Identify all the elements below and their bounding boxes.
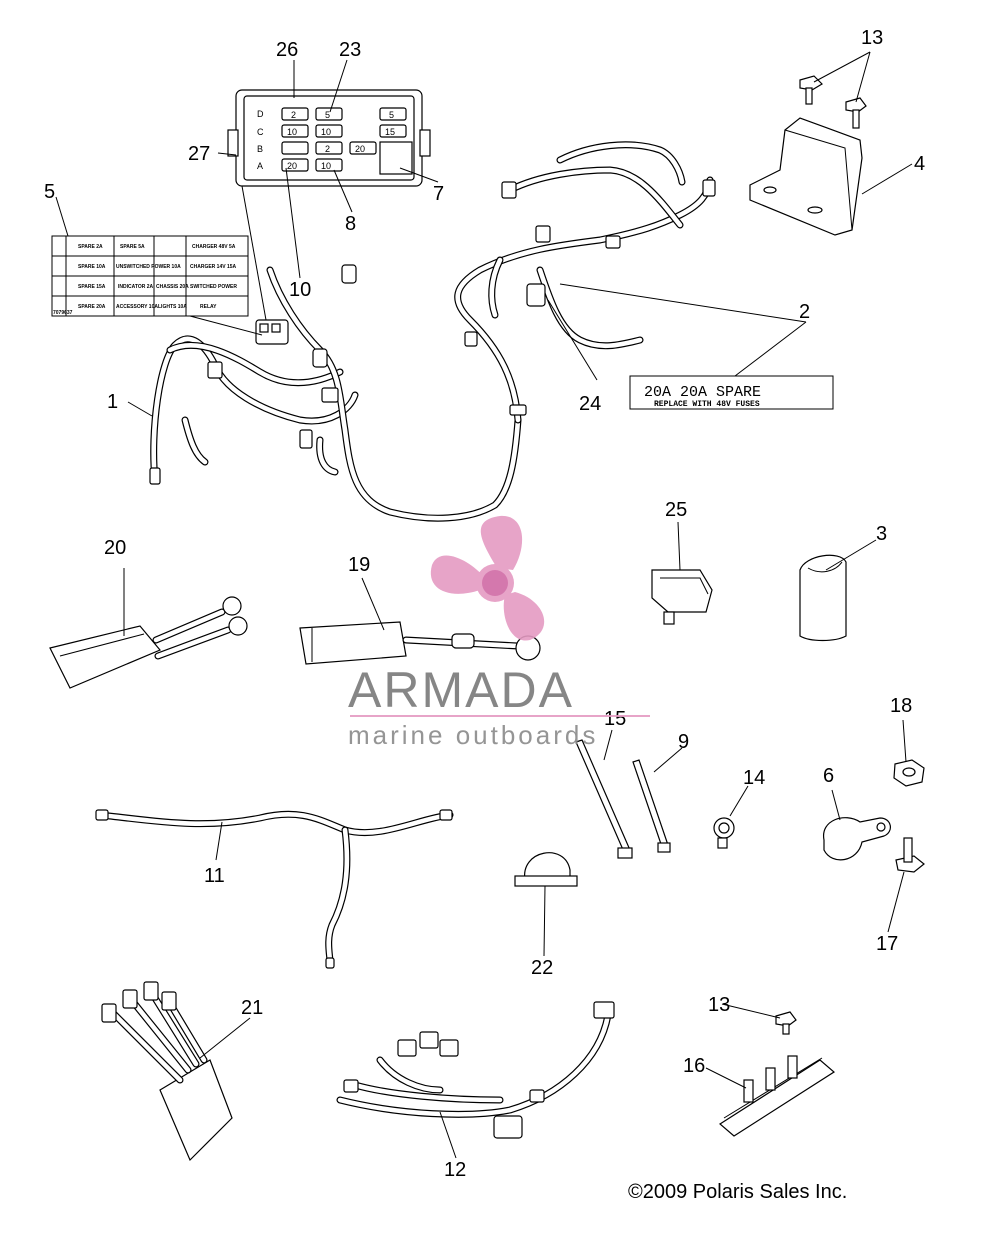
boot-part-3 [799, 554, 847, 642]
label-cell-12: ACCESSORY 10A [116, 304, 158, 310]
callout-1: 1 [107, 391, 118, 413]
callout-14: 14 [743, 767, 765, 789]
label-cell-9: CHASSIS 20A [156, 284, 189, 290]
bracket-part-4 [749, 117, 863, 236]
harness-part-2 [454, 141, 716, 424]
callout-5: 5 [44, 181, 55, 203]
callout-24: 24 [579, 393, 601, 415]
busbar-part-16 [718, 1055, 836, 1137]
fuse-d2: 5 [325, 110, 330, 120]
fuse-d1: 2 [291, 110, 296, 120]
callout-2: 2 [799, 301, 810, 323]
callout-9: 9 [678, 731, 689, 753]
fuse-d4: 5 [389, 110, 394, 120]
decal-line-2: REPLACE WITH 48V FUSES [654, 400, 760, 409]
callout-13-bottom: 13 [708, 994, 730, 1016]
label-cell-10: SWITCHED POWER [190, 284, 237, 290]
callout-13-top: 13 [861, 27, 883, 49]
harness-part-11 [95, 809, 454, 969]
callout-21: 21 [241, 997, 263, 1019]
fuse-row-b: B [257, 144, 263, 154]
callout-15: 15 [604, 708, 626, 730]
leader-lines [55, 51, 913, 1159]
harness-part-12 [336, 1001, 615, 1139]
callout-12: 12 [444, 1159, 466, 1181]
callout-18: 18 [890, 695, 912, 717]
label-cell-7: SPARE 15A [78, 284, 106, 290]
label-cell-1: SPARE 2A [78, 244, 103, 250]
fuse-a2: 10 [321, 161, 331, 171]
label-cell-2: SPARE 5A [120, 244, 145, 250]
callout-22: 22 [531, 957, 553, 979]
label-cell-4: SPARE 10A [78, 264, 106, 270]
label-cell-13: LIGHTS 10A [158, 304, 187, 310]
decal-part-2: 20A 20A SPARE REPLACE WITH 48V FUSES [629, 375, 834, 410]
label-cell-5: UNSWITCHED POWER 10A [116, 264, 181, 270]
callout-4: 4 [914, 153, 925, 175]
callout-19: 19 [348, 554, 370, 576]
cable-part-19 [299, 621, 541, 665]
callout-11: 11 [204, 865, 225, 887]
clip-part-14 [713, 817, 735, 849]
label-cell-8: INDICATOR 2A [118, 284, 153, 290]
callout-7: 7 [433, 183, 444, 205]
callout-25: 25 [665, 499, 687, 521]
cable-tie-part-15 [575, 739, 633, 859]
label-cell-14: RELAY [200, 304, 217, 310]
cable-tie-part-9 [632, 759, 671, 853]
watermark-tagline: marine outboards [348, 720, 598, 750]
fuse-b2: 2 [325, 144, 330, 154]
decal-line-1: 20A 20A SPARE [644, 384, 761, 401]
fuse-a1: 20 [287, 161, 297, 171]
watermark-brand: ARMADA [348, 662, 574, 718]
callout-20: 20 [104, 537, 126, 559]
bolt-part-13-a [799, 75, 823, 105]
callout-10: 10 [289, 279, 311, 301]
callout-17: 17 [876, 933, 898, 955]
fuse-c1: 10 [287, 127, 297, 137]
bolt-part-17 [895, 837, 925, 873]
label-cell-11: SPARE 20A [78, 304, 106, 310]
callout-23: 23 [339, 39, 361, 61]
callout-3: 3 [876, 523, 887, 545]
fuse-row-a: A [257, 161, 263, 171]
bolt-part-13-b [845, 97, 867, 129]
fuse-c2: 10 [321, 127, 331, 137]
callout-27: 27 [188, 143, 210, 165]
callout-6: 6 [823, 765, 834, 787]
label-cell-3: CHARGER 48V 5A [192, 244, 236, 250]
holder-part-22 [514, 852, 578, 887]
callout-26: 26 [276, 39, 298, 61]
propeller-logo [430, 515, 545, 641]
copyright-notice: ©2009 Polaris Sales Inc. [628, 1181, 848, 1203]
callout-8: 8 [345, 213, 356, 235]
armada-watermark: ARMADA marine outboards [348, 515, 650, 750]
fuse-c4: 15 [385, 127, 395, 137]
label-cell-6: CHARGER 14V 15A [190, 264, 237, 270]
fuse-box: D C B A 2 5 5 10 10 15 2 20 20 10 [227, 89, 431, 187]
harness-part-21 [101, 981, 233, 1162]
clamp-part-6 [823, 817, 891, 861]
bolt-part-13-c [775, 1011, 797, 1035]
battery-cable-part-20 [49, 596, 248, 689]
fuse-row-c: C [257, 127, 264, 137]
nut-part-18 [893, 759, 925, 787]
main-harness-part-1 [149, 264, 522, 522]
fuse-b3: 20 [355, 144, 365, 154]
connector-part-25 [651, 569, 713, 625]
callout-16: 16 [683, 1055, 705, 1077]
fuse-label-part-5: SPARE 2A SPARE 5A CHARGER 48V 5A SPARE 1… [51, 235, 249, 317]
label-part-number: 7079637 [53, 310, 73, 316]
fuse-row-d: D [257, 109, 264, 119]
